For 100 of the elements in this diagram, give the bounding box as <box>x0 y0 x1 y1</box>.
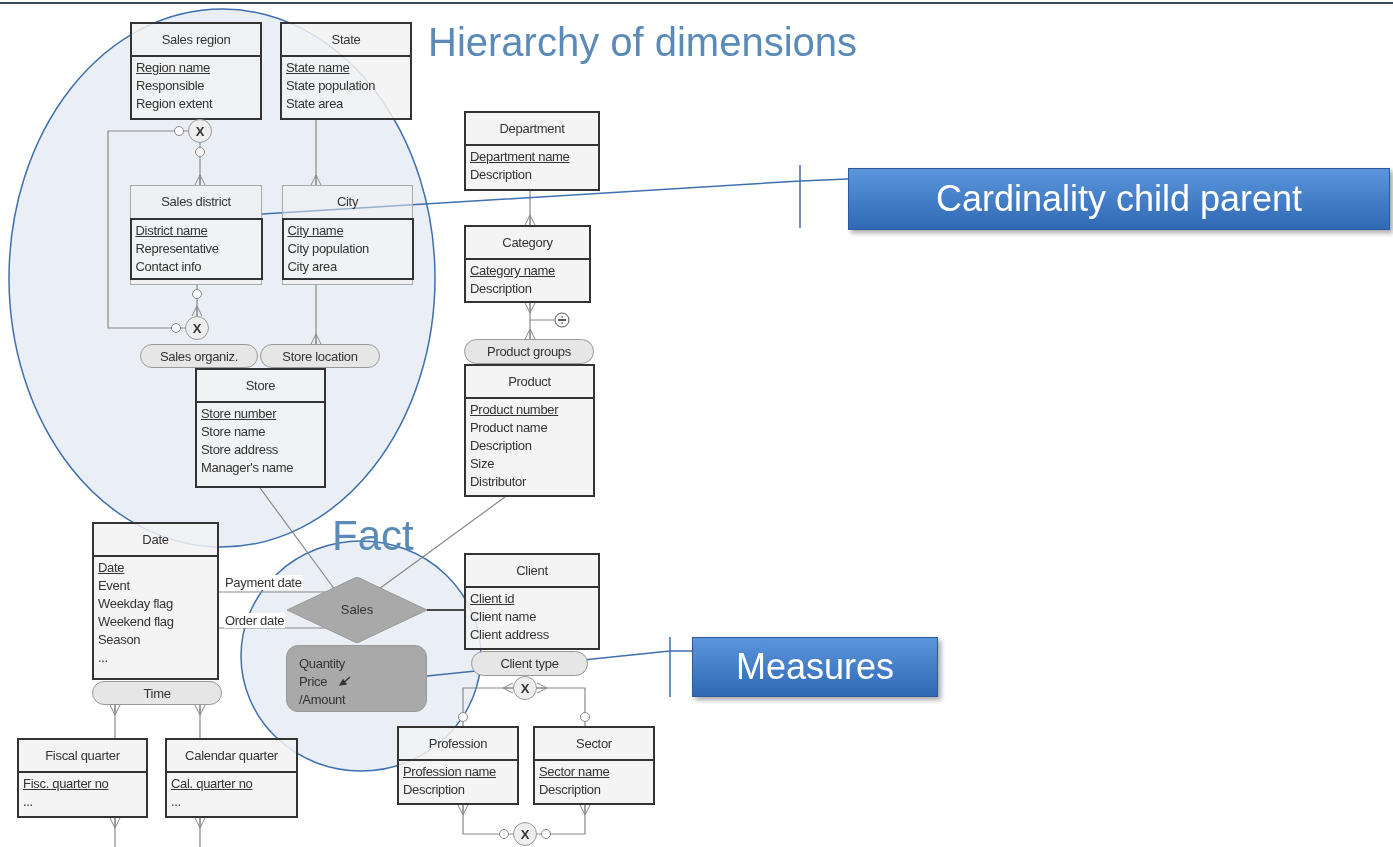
entity-name: Category <box>466 227 589 260</box>
attribute-name: City name <box>287 222 345 240</box>
attribute-name: Cal. quarter no <box>171 775 254 793</box>
connector <box>218 627 326 629</box>
entity-name: State <box>282 24 410 57</box>
entity-table <box>464 553 600 650</box>
entity-name: Client <box>466 555 598 588</box>
entity-name: Sector <box>535 728 653 761</box>
hierarchy-name: Sales organiz. <box>159 348 239 364</box>
connector <box>218 591 326 593</box>
connector <box>194 704 206 739</box>
attribute-name: ... <box>23 793 34 811</box>
connector <box>109 704 121 739</box>
exclusive-symbol: X <box>185 316 209 340</box>
attribute-name: Distributor <box>470 473 527 491</box>
attribute-name: Store name <box>201 423 267 441</box>
attribute-name: District name <box>135 222 209 240</box>
measure-name: /Amount <box>299 691 346 709</box>
attribute-name: State population <box>286 77 377 95</box>
attribute-name: Store address <box>201 441 280 459</box>
attribute-name: Fisc. quarter no <box>23 775 110 793</box>
connector <box>109 817 121 847</box>
exclusive-symbol: X <box>188 119 212 143</box>
relationship-name: Sales <box>339 602 375 618</box>
connector <box>379 496 506 589</box>
attribute-name: City area <box>287 258 338 276</box>
edge-label: Payment date <box>224 575 303 590</box>
leader-line <box>261 164 849 229</box>
connector <box>458 682 514 727</box>
connector <box>259 487 335 589</box>
edge-label: Order date <box>224 613 286 628</box>
attribute-name: Manager's name <box>201 459 295 477</box>
entity-name: Department <box>466 113 598 146</box>
attribute-name: Event <box>98 577 131 595</box>
connector <box>536 682 590 727</box>
attribute-name: Description <box>470 280 533 298</box>
attribute-name: Product name <box>470 419 549 437</box>
attribute-name: ... <box>98 649 109 667</box>
connector <box>107 126 189 333</box>
connector <box>310 119 322 186</box>
entity-name: City <box>335 193 360 211</box>
attribute-name: Client address <box>470 626 550 644</box>
entity-name: Sales district <box>160 193 232 211</box>
hierarchy-pill <box>471 651 588 676</box>
attribute-name: State name <box>286 59 351 77</box>
attribute-name: Responsible <box>136 77 206 95</box>
attribute-name: City population <box>287 240 370 258</box>
connector <box>194 817 206 847</box>
measure-name: Price <box>299 673 328 691</box>
attribute-name: Product number <box>470 401 560 419</box>
connector <box>524 190 536 226</box>
entity-table <box>533 726 655 805</box>
measures-box <box>286 645 427 712</box>
section-heading: Hierarchy of dimensions <box>428 22 858 62</box>
entity-table <box>92 522 219 680</box>
connector <box>457 804 514 839</box>
entity-name: Sales region <box>132 24 260 57</box>
hierarchy-pill <box>92 681 222 705</box>
hierarchy-name: Client type <box>500 656 559 671</box>
attribute-name: Department name <box>470 148 571 166</box>
entity-table <box>130 185 262 285</box>
attribute-name: Date <box>98 559 126 577</box>
connector <box>191 284 203 317</box>
attribute-name: Sector name <box>539 763 611 781</box>
attribute-name: Season <box>98 631 142 649</box>
entity-name: Product <box>466 366 593 399</box>
attribute-name: Description <box>470 166 533 184</box>
hierarchy-pill <box>260 344 380 368</box>
entity-table <box>397 726 519 805</box>
exclusive-symbol: X <box>513 822 537 846</box>
entity-name: Profession <box>399 728 517 761</box>
entity-name: Fiscal quarter <box>19 740 146 773</box>
hierarchy-pill <box>140 344 258 368</box>
callout-label: Cardinality child parent <box>848 168 1390 230</box>
hierarchy-name: Product groups <box>487 344 571 359</box>
connector <box>426 609 465 611</box>
hierarchy-name: Time <box>143 685 171 701</box>
attribute-name: Contact info <box>135 258 203 276</box>
attribute-name: Representative <box>135 240 220 258</box>
entity-table <box>17 738 148 818</box>
entity-table <box>464 111 600 191</box>
attribute-name: Store number <box>201 405 278 423</box>
attribute-name: Description <box>470 437 533 455</box>
attribute-name: Size <box>470 455 496 473</box>
hierarchy-name: Store location <box>282 348 358 364</box>
entity-table <box>282 185 413 285</box>
entity-name: Store <box>197 370 324 403</box>
connector <box>524 302 536 340</box>
entity-name: Date <box>94 524 217 557</box>
entity-table <box>464 225 591 303</box>
entity-table <box>280 22 412 120</box>
attribute-name: Category name <box>470 262 556 280</box>
attribute-name: Description <box>403 781 466 799</box>
attribute-name: Region extent <box>136 95 214 113</box>
connector <box>310 284 322 345</box>
connector <box>536 804 591 839</box>
attribute-name: Client name <box>470 608 538 626</box>
measure-name: Quantity <box>299 655 345 673</box>
attribute-name: Region name <box>136 59 212 77</box>
hierarchy-pill <box>464 339 594 364</box>
